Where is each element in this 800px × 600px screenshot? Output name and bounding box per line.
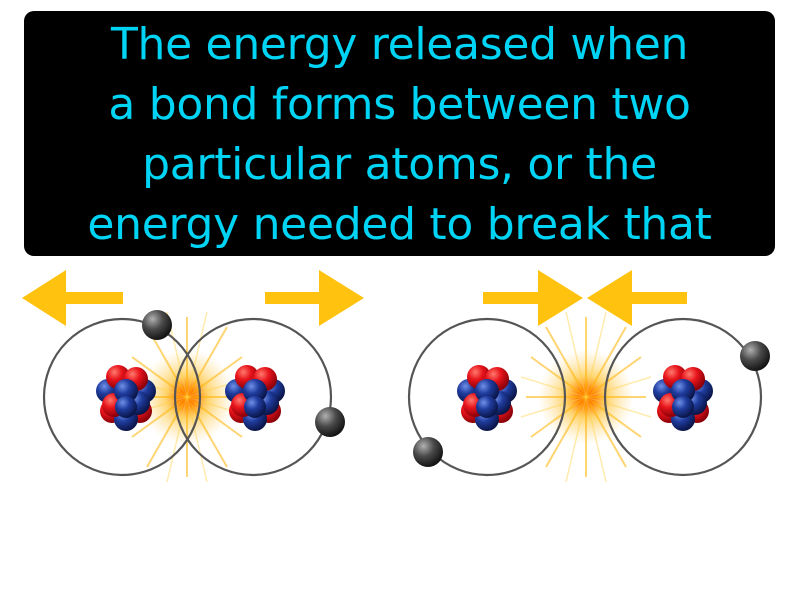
orbit-ring — [42, 317, 202, 477]
arrow-right-icon — [483, 270, 583, 326]
electron-icon — [740, 341, 770, 371]
electron-icon — [413, 437, 443, 467]
definition-box: The energy released when a bond forms be… — [24, 11, 775, 256]
bond-energy-illustration — [0, 262, 800, 502]
electron-icon — [315, 407, 345, 437]
definition-line-3: particular atoms, or the — [142, 139, 657, 190]
orbit-ring — [173, 317, 333, 477]
definition-line-2: a bond forms between two — [108, 79, 691, 130]
orbit-ring — [603, 317, 763, 477]
arrow-right-icon — [265, 270, 364, 326]
arrow-left-icon — [22, 270, 123, 326]
bond-energy-diagram — [22, 270, 770, 483]
nucleus-icon — [225, 365, 285, 431]
orbit-ring — [407, 317, 567, 477]
nucleus-icon — [653, 365, 713, 431]
definition-line-1: The energy released when — [110, 19, 689, 70]
arrow-left-icon — [587, 270, 687, 326]
left-panel — [22, 270, 364, 483]
definition-line-4: energy needed to break that — [87, 199, 712, 250]
nucleus-icon — [457, 365, 517, 431]
electron-icon — [142, 310, 172, 340]
right-panel — [407, 270, 770, 483]
